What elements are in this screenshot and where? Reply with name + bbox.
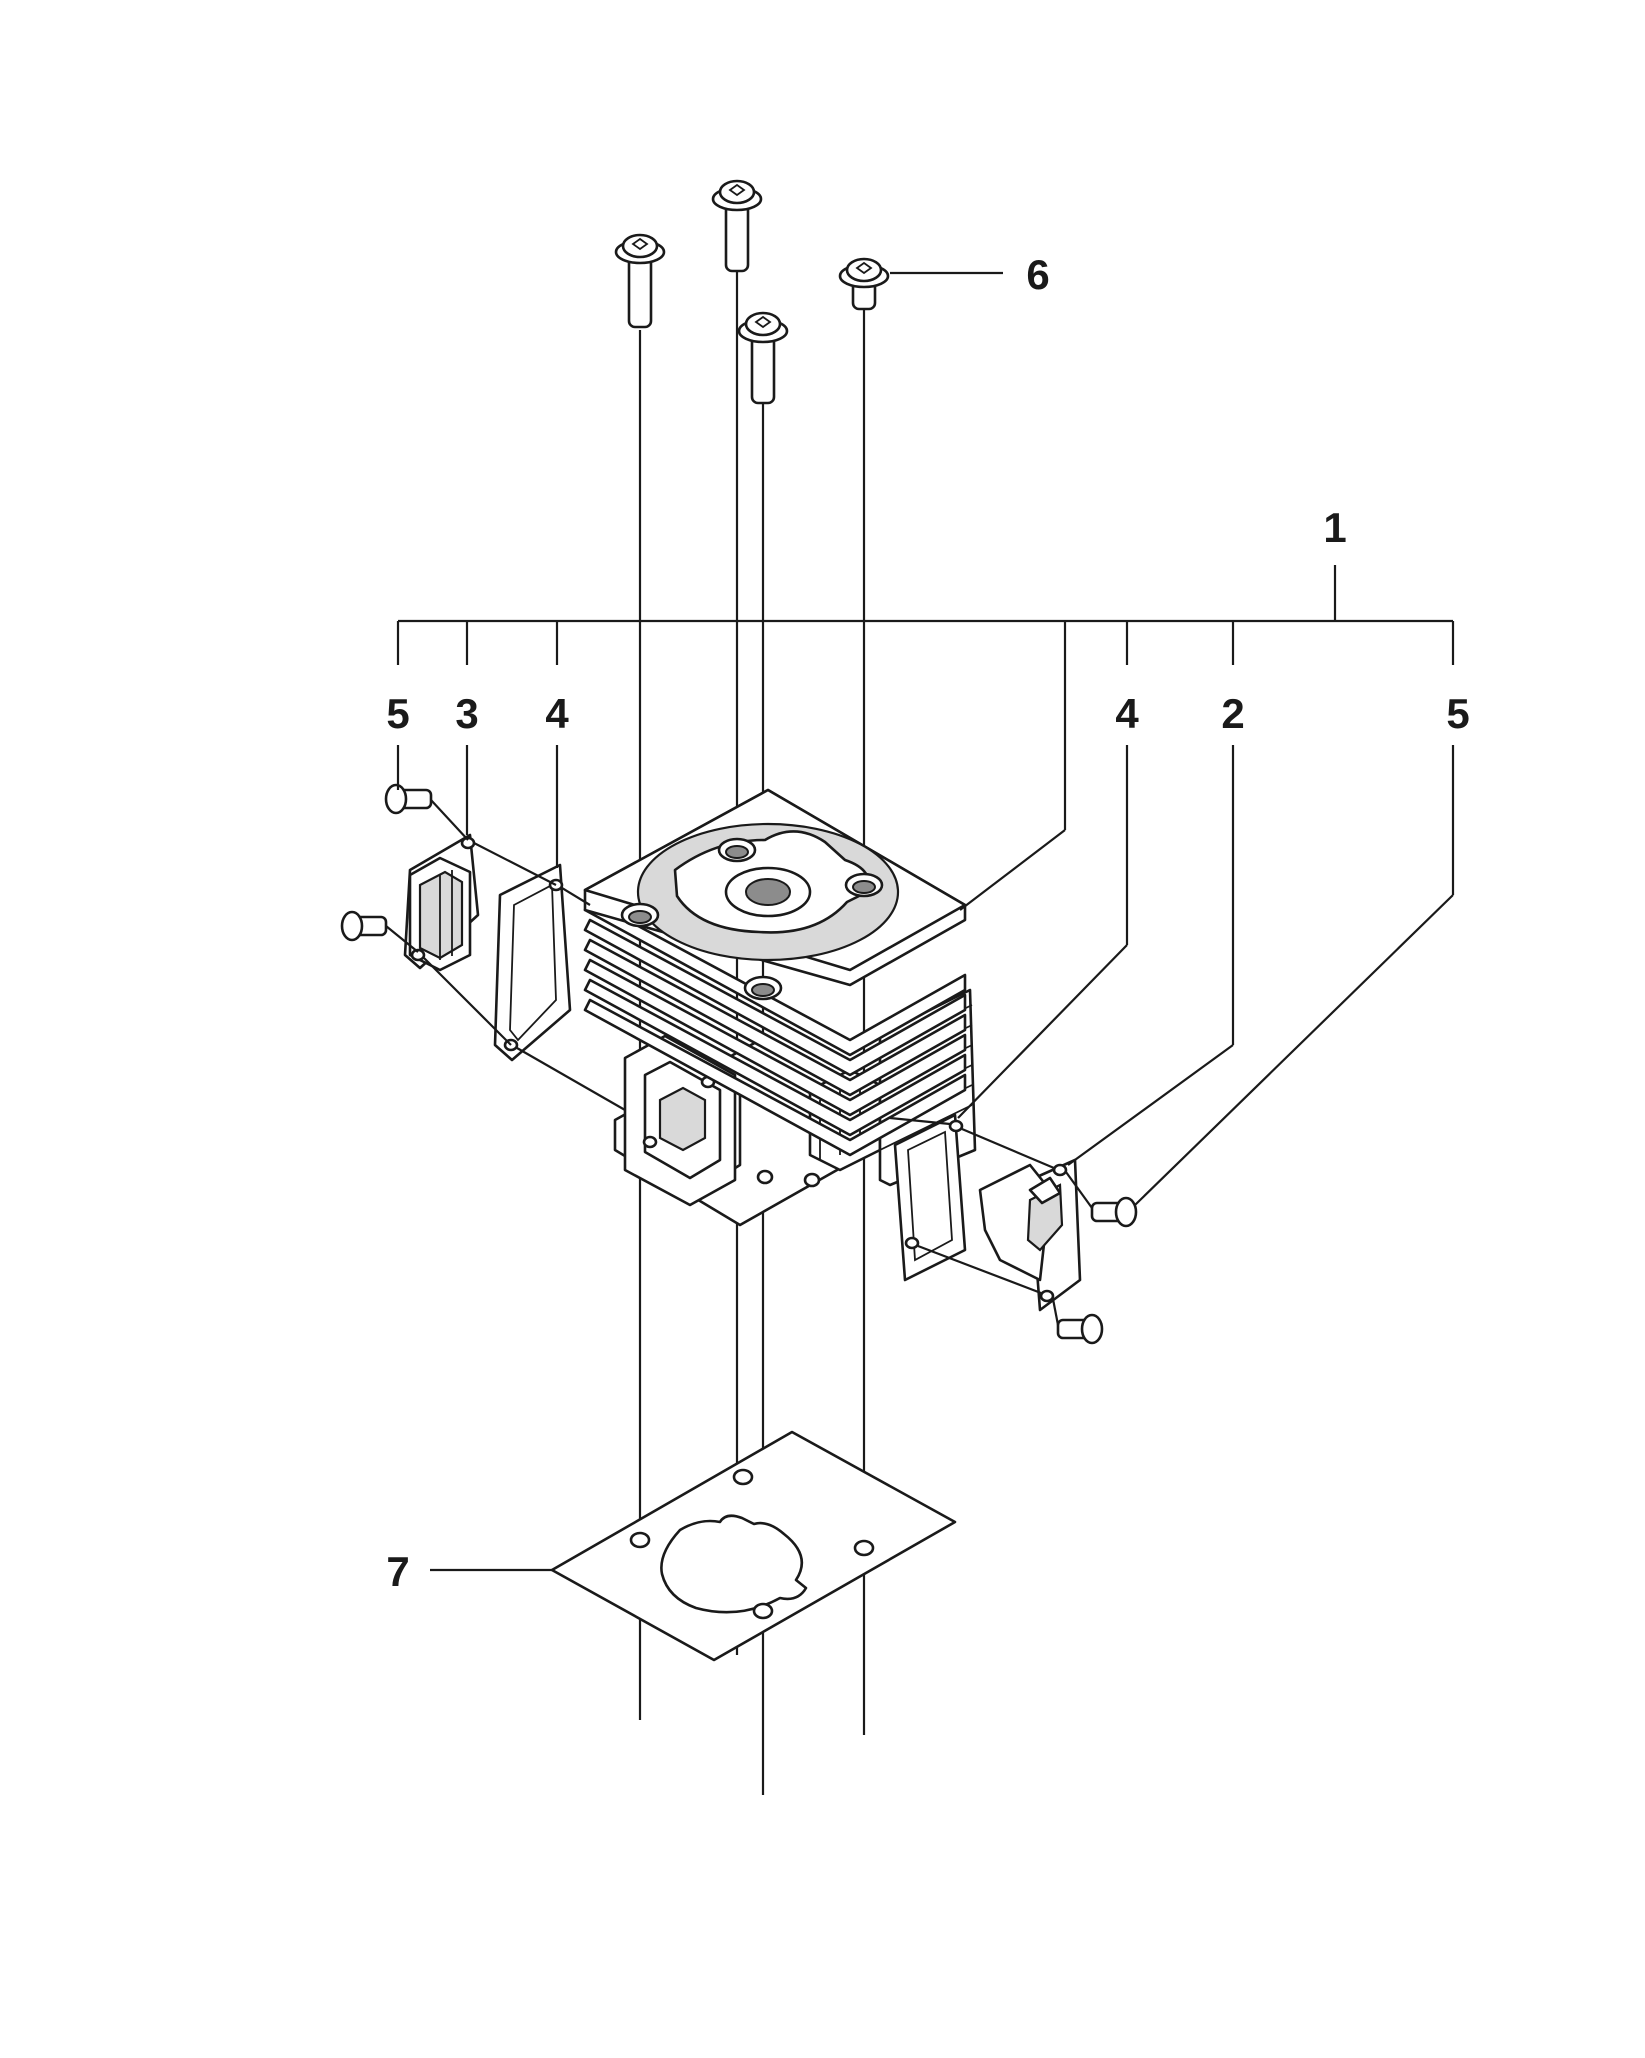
callout-4-left: 4 [545, 690, 569, 737]
screw-5-right-bottom [1056, 1313, 1104, 1345]
right-alignment-lines [889, 1116, 1093, 1326]
screw-6-c [737, 311, 789, 405]
screw-5-left-top [384, 783, 433, 815]
callout-4-right: 4 [1115, 690, 1139, 737]
gasket-left [493, 863, 572, 1062]
callout-5-left: 5 [386, 690, 409, 737]
callout-labels: 1 5 3 4 4 2 5 6 7 [386, 251, 1469, 1595]
callout-7: 7 [386, 1548, 409, 1595]
screw-5-left-bottom [340, 910, 388, 942]
base-gasket [550, 1430, 957, 1662]
callout-5-right: 5 [1446, 690, 1469, 737]
screw-6-a [614, 233, 666, 329]
screw-5-right-top [1090, 1196, 1138, 1228]
screw-6-d [838, 257, 890, 311]
leader-lines [396, 271, 1455, 1572]
callout-1: 1 [1323, 504, 1346, 551]
gasket-right [893, 1113, 967, 1282]
intake-adapter-right [978, 1158, 1082, 1312]
callout-3: 3 [455, 690, 478, 737]
callout-2: 2 [1221, 690, 1244, 737]
cylinder [583, 788, 977, 1227]
callout-6: 6 [1026, 251, 1049, 298]
left-alignment-lines [385, 799, 626, 1111]
cover-left [403, 833, 480, 972]
screw-6-b [711, 179, 763, 273]
